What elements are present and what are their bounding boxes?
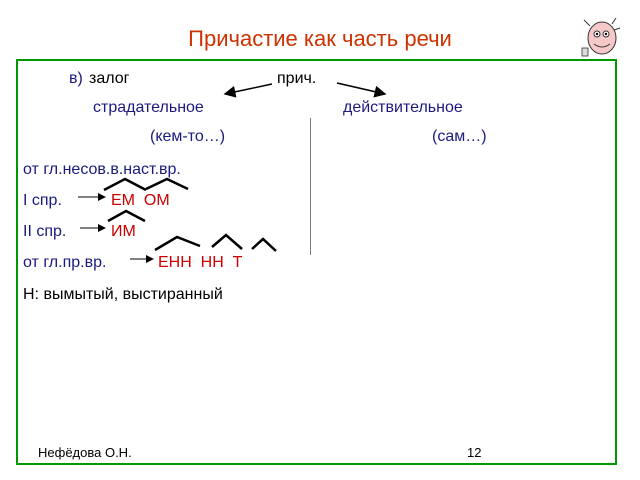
prich-label: прич. xyxy=(277,70,317,87)
active-hint: (сам…) xyxy=(432,128,487,145)
suffix-roof-enn xyxy=(154,235,201,252)
cartoon-mascot-icon xyxy=(581,17,621,57)
active-label: действительное xyxy=(343,99,463,116)
suffix-roof-im xyxy=(107,209,146,223)
conj2-suffix: ИМ xyxy=(111,223,136,240)
author-footer: Нефёдова О.Н. xyxy=(38,445,132,460)
conj1-label: I спр. xyxy=(23,192,62,209)
example-text: Н: вымытый, выстиранный xyxy=(23,286,223,303)
voice-word: залог xyxy=(89,70,130,87)
line-past-tense: от гл.пр.вр. xyxy=(23,254,107,271)
slide-title: Причастие как часть речи xyxy=(188,26,452,51)
suffix-roof-t xyxy=(251,237,277,252)
arrow-right xyxy=(336,82,387,98)
suffix-roof-em xyxy=(103,177,147,192)
suffix-roof-nn xyxy=(211,233,243,250)
passive-label: страдательное xyxy=(93,99,204,116)
conj2-label: II спр. xyxy=(23,223,67,240)
voice-label: в) xyxy=(69,70,83,87)
passive-hint: (кем-то…) xyxy=(150,128,226,145)
suffix-roof-om xyxy=(145,177,189,191)
content-frame xyxy=(16,59,617,465)
line-imperfective: от гл.несов.в.наст.вр. xyxy=(23,161,181,178)
past-suffix: ЕНН НН Т xyxy=(158,254,243,271)
page-number: 12 xyxy=(467,445,482,460)
conj1-suffix: ЕМ ОМ xyxy=(111,192,170,209)
divider-line xyxy=(310,118,311,255)
arrow-left xyxy=(223,83,273,98)
